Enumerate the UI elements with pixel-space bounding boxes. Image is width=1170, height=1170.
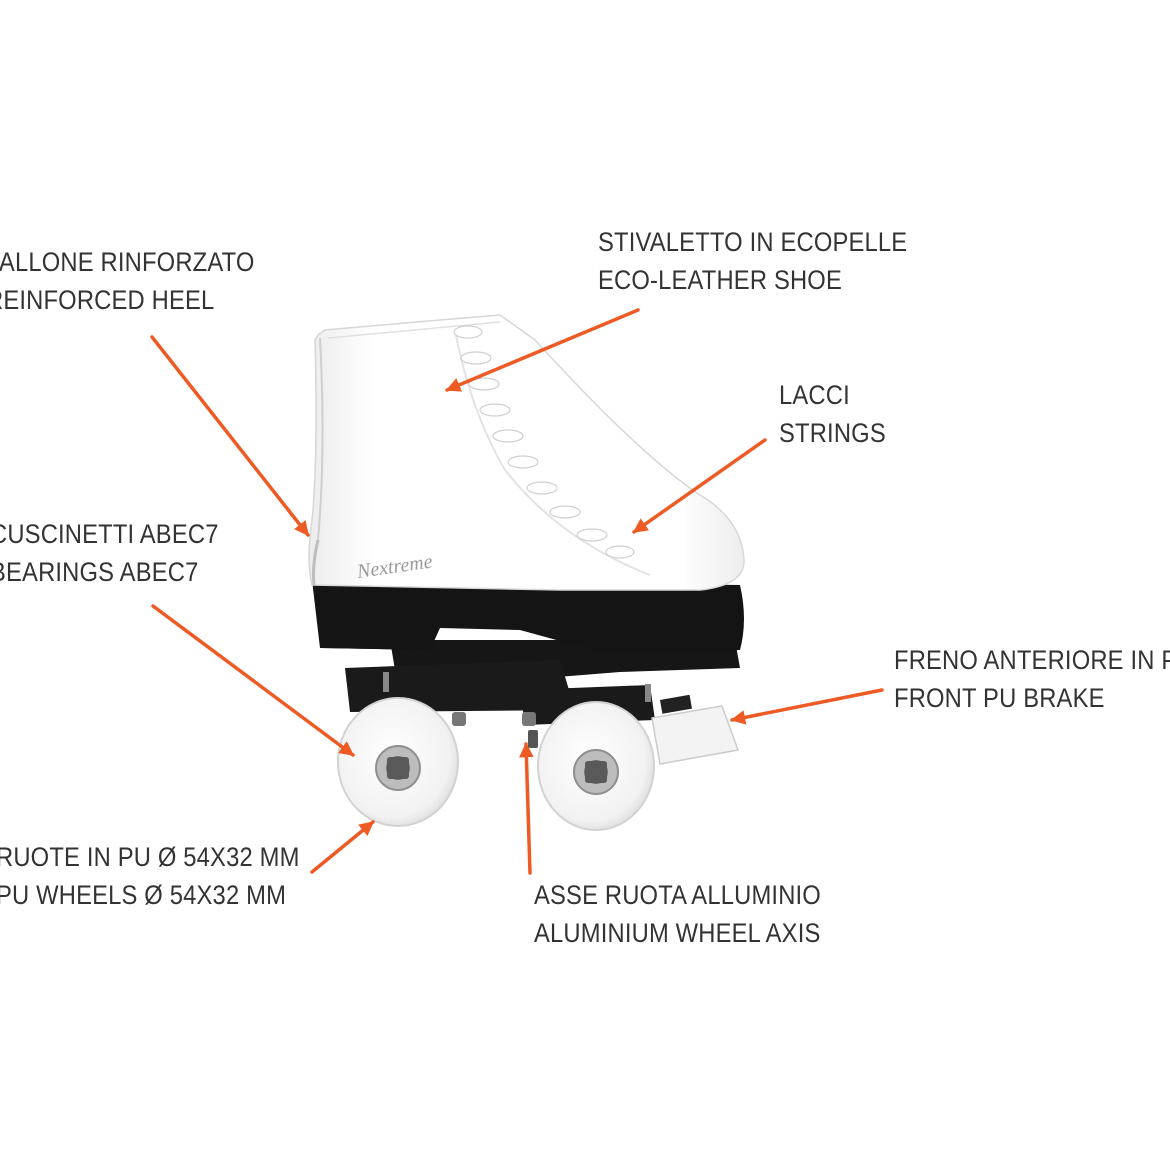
label-bearings: CUSCINETTI ABEC7 BEARINGS ABEC7	[0, 515, 219, 591]
label-shoe-en: ECO-LEATHER SHOE	[598, 265, 842, 295]
label-reinforced-heel: TALLONE RINFORZATO REINFORCED HEEL	[0, 243, 255, 319]
label-wheel-axis: ASSE RUOTA ALLUMINIO ALUMINIUM WHEEL AXI…	[534, 876, 821, 952]
label-axis-it: ASSE RUOTA ALLUMINIO	[534, 880, 821, 910]
label-bearings-en: BEARINGS ABEC7	[0, 557, 199, 587]
label-eco-leather-shoe: STIVALETTO IN ECOPELLE ECO-LEATHER SHOE	[598, 223, 907, 299]
label-laces-it: LACCI	[779, 380, 850, 410]
label-brake-en: FRONT PU BRAKE	[894, 683, 1105, 713]
label-wheels-en: PU WHEELS Ø 54X32 MM	[0, 880, 287, 910]
sole	[312, 580, 744, 652]
arrow-brake	[730, 688, 884, 725]
laces	[453, 325, 635, 559]
label-brake-it: FRENO ANTERIORE IN PU	[894, 645, 1170, 675]
label-heel-it: TALLONE RINFORZATO	[0, 247, 255, 277]
rear-wheel	[337, 697, 459, 827]
label-pu-wheels: RUOTE IN PU Ø 54X32 MM PU WHEELS Ø 54X32…	[0, 838, 300, 914]
label-axis-en: ALUMINIUM WHEEL AXIS	[534, 918, 821, 948]
arrow-heel	[150, 335, 310, 537]
label-front-brake: FRENO ANTERIORE IN PU FRONT PU BRAKE	[894, 641, 1170, 717]
arrow-bearings	[151, 604, 355, 757]
arrow-shoe	[445, 308, 640, 392]
label-heel-en: REINFORCED HEEL	[0, 285, 215, 315]
front-brake	[651, 705, 740, 765]
label-wheels-it: RUOTE IN PU Ø 54X32 MM	[0, 842, 300, 872]
label-bearings-it: CUSCINETTI ABEC7	[0, 519, 219, 549]
label-shoe-it: STIVALETTO IN ECOPELLE	[598, 227, 908, 257]
arrow-axis	[519, 742, 534, 875]
label-strings: LACCI STRINGS	[779, 376, 886, 452]
arrow-laces	[632, 438, 767, 534]
label-laces-en: STRINGS	[779, 418, 886, 448]
arrow-wheels	[310, 820, 375, 874]
front-wheel	[537, 701, 655, 831]
